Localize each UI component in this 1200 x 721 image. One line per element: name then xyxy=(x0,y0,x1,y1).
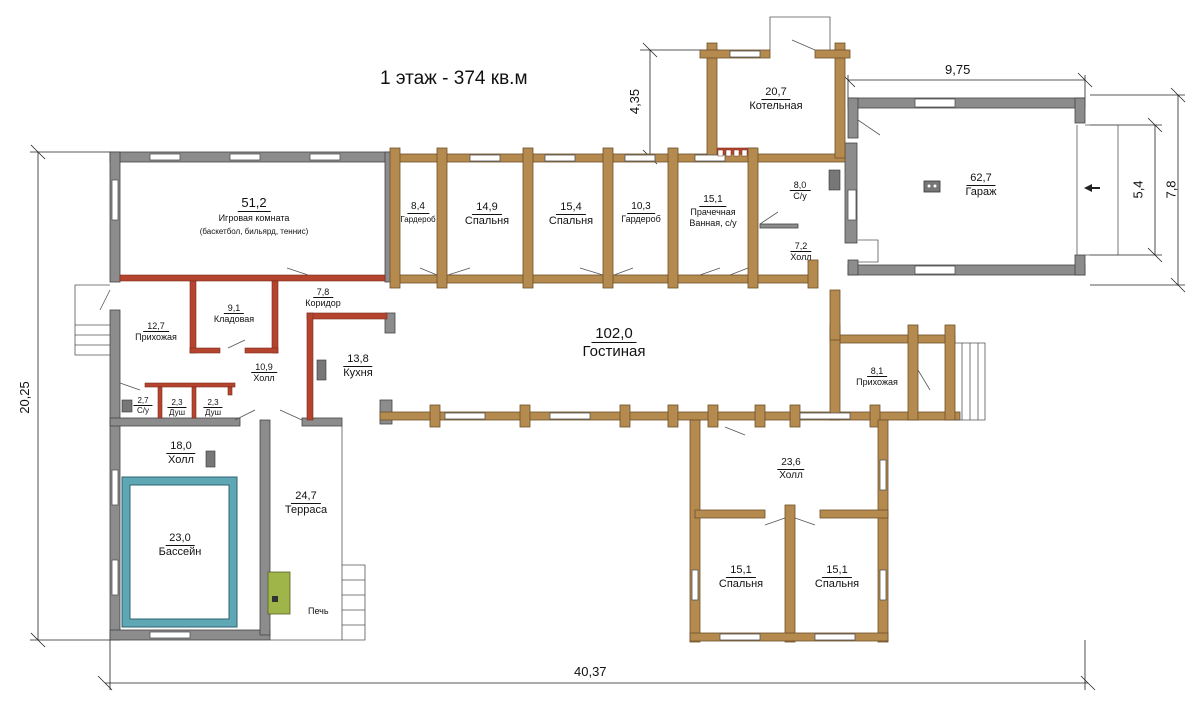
dim-total-width: 40,37 xyxy=(574,664,607,679)
dim-total-height: 20,25 xyxy=(16,381,32,414)
room-label-storage: 9,1 Кладовая xyxy=(213,303,255,325)
fixtures xyxy=(121,149,1100,615)
plan-title: 1 этаж - 374 кв.м xyxy=(380,68,528,89)
room-label-corridor: 7,8 Коридор xyxy=(305,287,341,309)
room-label-boiler: 20,7 Котельная xyxy=(749,86,803,112)
room-label-bedroom-4: 15,1 Спальня xyxy=(814,564,860,590)
wc-fixture-icon xyxy=(828,169,841,191)
dim-garage-depth: 7,8 xyxy=(1163,180,1179,199)
room-label-bedroom-2: 15,4 Спальня xyxy=(548,201,594,227)
room-label-wardrobe-1: 8,4 Гардероб xyxy=(400,201,436,224)
pool-basin xyxy=(121,476,238,628)
room-label-entrance-2: 8,1 Прихожая xyxy=(856,366,898,388)
garage-entry-arrow-icon xyxy=(1084,184,1092,192)
toilet-icon xyxy=(121,399,133,413)
room-label-living: 102,0 Гостиная xyxy=(582,325,646,361)
stove-label: Печь xyxy=(308,606,329,616)
room-label-wardrobe-2: 10,3 Гардероб xyxy=(621,201,661,224)
room-label-hall-4: 23,6 Холл xyxy=(777,457,805,481)
kitchen-stove-icon xyxy=(316,359,327,381)
room-label-shower-2: 2,3 Душ xyxy=(203,398,223,418)
room-label-hall-3: 18,0 Холл xyxy=(166,440,196,466)
dim-garage-door: 5,4 xyxy=(1130,180,1146,199)
timber-walls xyxy=(379,42,961,643)
hall-fixture-icon xyxy=(205,450,216,468)
room-label-hall-2: 10,9 Холл xyxy=(251,362,277,384)
radiators xyxy=(717,149,748,157)
stove-icon xyxy=(267,571,291,615)
room-label-kitchen: 13,8 Кухня xyxy=(343,353,373,379)
room-label-wc-2: 2,7 С/у xyxy=(133,396,153,415)
room-label-hall-1: 7,2 Холл xyxy=(790,241,812,263)
room-label-game: 51,2 Игровая комната (баскетбол, бильярд… xyxy=(199,195,309,236)
room-label-entrance-1: 12,7 Прихожая xyxy=(135,321,177,343)
room-label-garage: 62,7 Гараж xyxy=(965,172,997,198)
outlines xyxy=(74,16,1119,641)
room-label-bedroom-3: 15,1 Спальня xyxy=(718,564,764,590)
dim-garage-width: 9,75 xyxy=(945,62,971,77)
room-label-shower-1: 2,3 Душ xyxy=(167,398,187,418)
room-label-wc-1: 8,0 С/у xyxy=(789,180,811,202)
room-label-bedroom-1: 14,9 Спальня xyxy=(464,201,510,227)
windows xyxy=(111,50,956,641)
room-label-pool: 23,0 Бассейн xyxy=(158,532,202,558)
dim-boiler-wing: 4,35 xyxy=(627,88,643,115)
room-label-laundry: 15,1 Прачечная Ванная, с/у xyxy=(689,194,737,228)
room-label-terrace: 24,7 Терраса xyxy=(284,490,328,516)
garage-boiler-icon xyxy=(923,180,941,193)
